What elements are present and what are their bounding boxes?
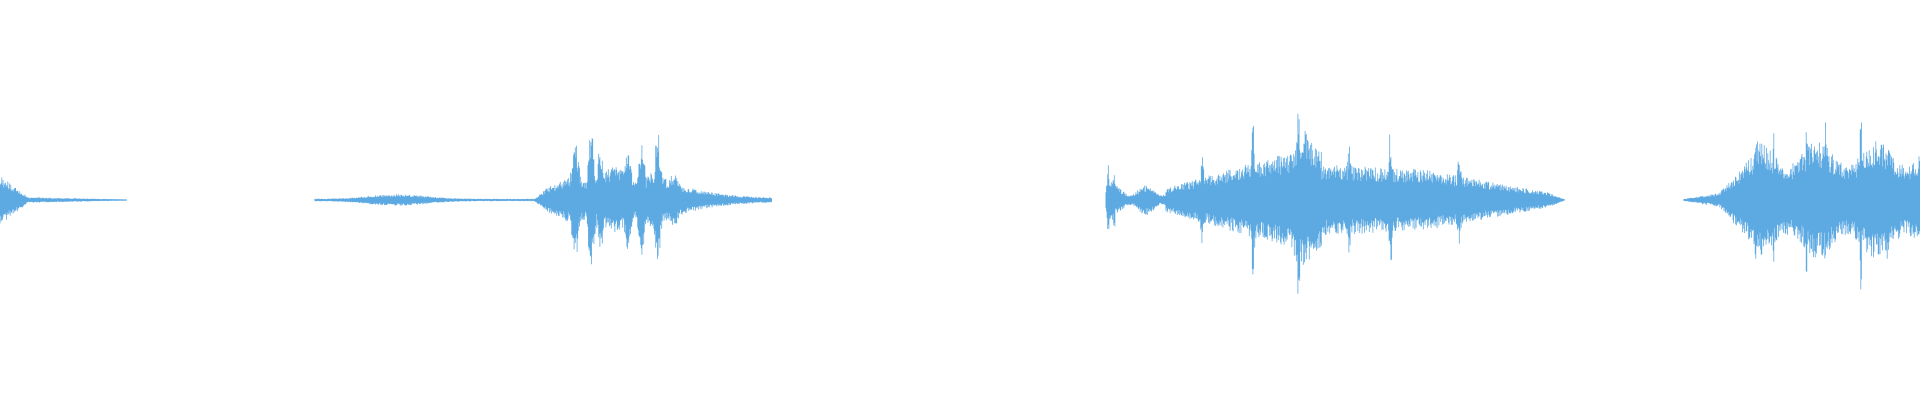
waveform-clip-3 [1105, 113, 1565, 294]
waveform-clip-4 [1683, 122, 1920, 290]
